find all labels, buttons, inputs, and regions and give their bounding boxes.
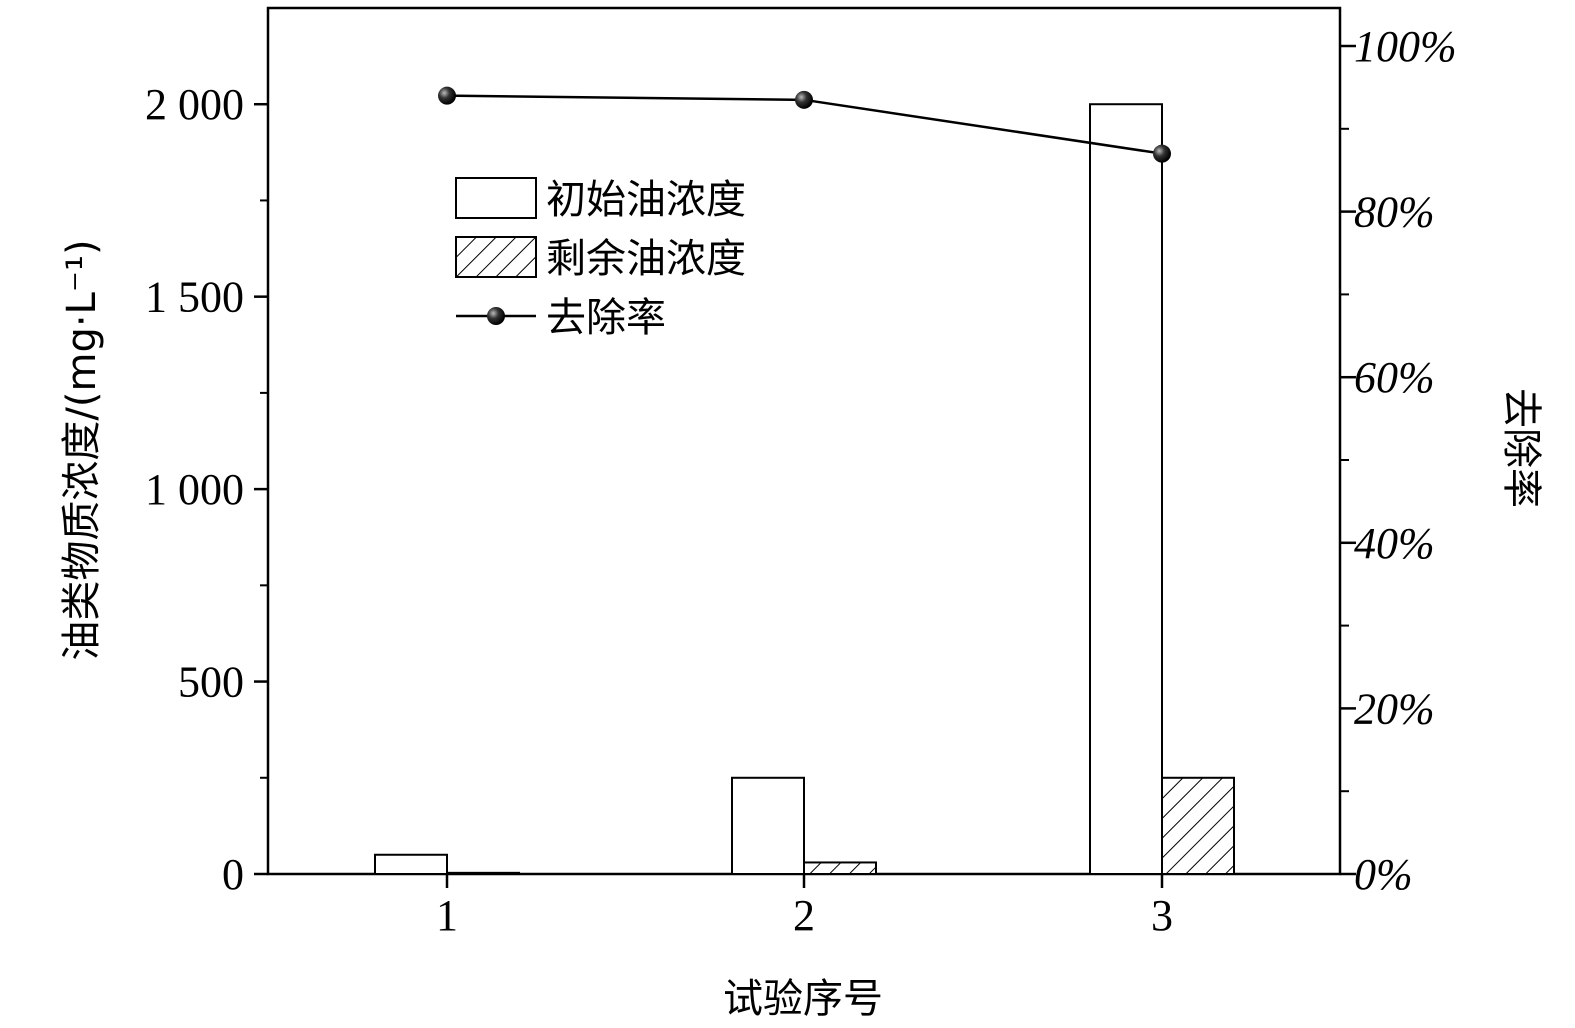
bar-initial-2 [731, 776, 805, 875]
removal-rate-point-1 [438, 86, 456, 105]
axes: 0 500 1 000 1 500 2 000 0% 20% 40% 60% 80% 100% 1 2 3 [145, 22, 1457, 940]
legend-swatch-initial [455, 177, 537, 219]
y-tick-label-3: 1 500 [145, 273, 244, 322]
removal-rate-point-2 [795, 90, 813, 109]
y2-tick-label-1: 20% [1354, 684, 1435, 733]
y2-axis-title: 去除率 [1498, 388, 1544, 508]
bar-residual-2 [803, 861, 877, 875]
y2-tick-label-4: 80% [1354, 188, 1435, 237]
legend-label-residual: 剩余油浓度 [546, 236, 746, 282]
x-axis-title: 试验序号 [723, 976, 883, 1022]
legend-swatch-residual [455, 236, 537, 278]
bar-initial-3 [1089, 103, 1163, 875]
legend: 初始油浓度 剩余油浓度 去除率 [455, 177, 746, 341]
y-axis-title: 油类物质浓度/(mg·L⁻¹) [59, 239, 105, 660]
y-tick-label-0: 0 [222, 850, 244, 899]
bar-initial-1 [374, 853, 448, 875]
y-tick-label-1: 500 [178, 658, 244, 707]
legend-marker-removal [487, 307, 505, 325]
y2-tick-label-5: 100% [1354, 22, 1457, 71]
y-tick-label-4: 2 000 [145, 80, 244, 129]
x-tick-label-1: 1 [436, 891, 458, 940]
bar-residual-3 [1161, 776, 1235, 875]
legend-label-removal: 去除率 [546, 295, 666, 341]
plot-area [266, 6, 1342, 876]
removal-rate-point-3 [1153, 144, 1171, 163]
y2-tick-label-3: 60% [1354, 353, 1435, 402]
legend-label-initial: 初始油浓度 [546, 177, 746, 223]
x-tick-label-3: 3 [1151, 891, 1173, 940]
x-tick-label-2: 2 [793, 891, 815, 940]
plot-frame [266, 6, 1342, 876]
y2-tick-label-0: 0% [1354, 850, 1413, 899]
y2-tick-label-2: 40% [1354, 519, 1435, 568]
bar-residual-1 [446, 871, 520, 876]
y-tick-label-2: 1 000 [145, 465, 244, 514]
bars [374, 103, 1235, 876]
removal-rate-series [438, 86, 1171, 163]
